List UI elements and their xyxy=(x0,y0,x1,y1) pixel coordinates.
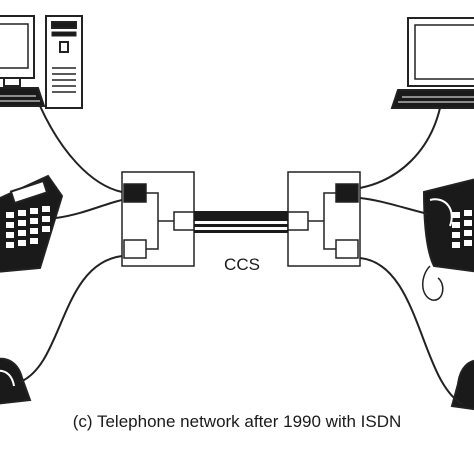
left-analog-phone-icon xyxy=(0,357,32,405)
right-analog-phone-icon xyxy=(450,359,474,411)
left-digital-phone-icon xyxy=(0,174,64,273)
left-exchange-switch xyxy=(121,171,195,267)
right-exchange-switch xyxy=(287,171,361,267)
ccs-label: CCS xyxy=(224,255,260,274)
connection-cables xyxy=(19,105,463,405)
figure-caption: (c) Telephone network after 1990 with IS… xyxy=(72,412,402,431)
right-laptop-computer-icon xyxy=(390,17,474,109)
left-desktop-computer-icon xyxy=(0,15,83,109)
ccs-trunk-link xyxy=(194,211,288,233)
right-digital-phone-icon xyxy=(422,178,474,301)
